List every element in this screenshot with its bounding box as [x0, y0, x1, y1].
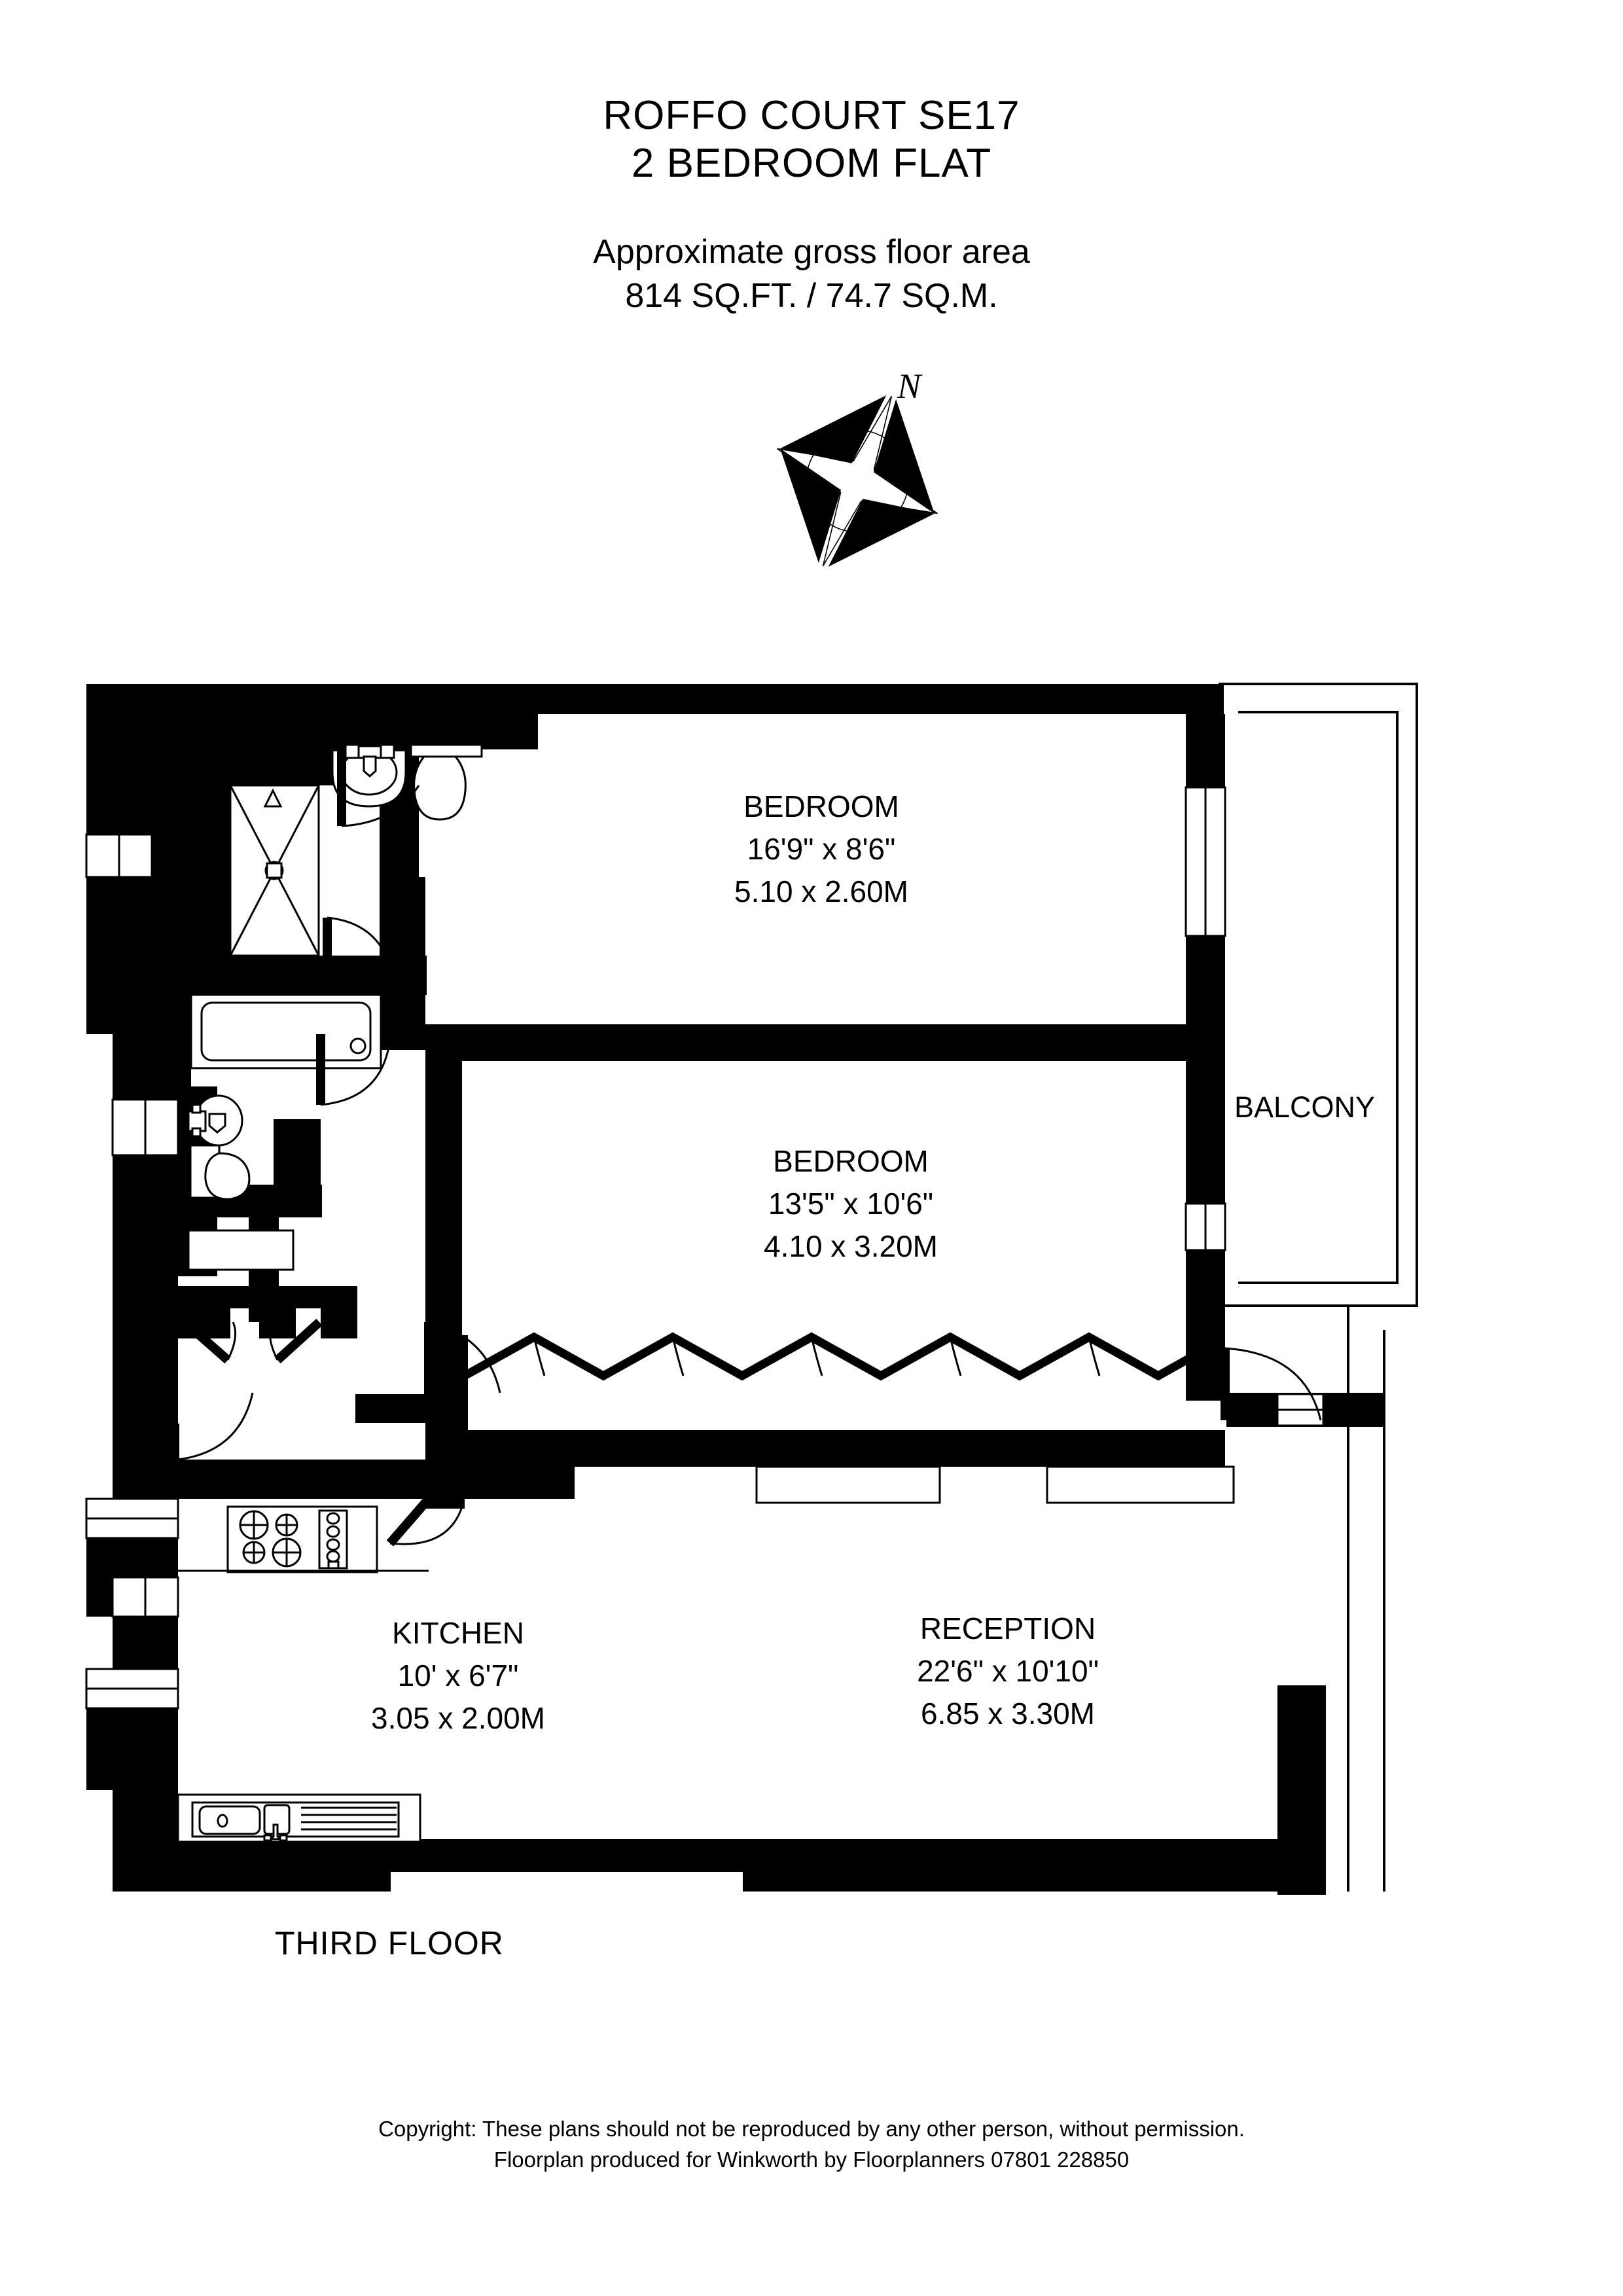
compass-circle — [806, 429, 909, 533]
door-arc-cupboard-right — [268, 1321, 279, 1361]
toilet-upper-icon — [410, 744, 483, 821]
wall-bedroom2-left — [425, 1061, 462, 1431]
wall-shower-top — [230, 749, 342, 785]
wall-bedroom2-right-jamb-top — [1186, 1061, 1225, 1204]
property-name: ROFFO COURT SE17 — [603, 93, 1020, 138]
room-name-kitchen: KITCHEN — [392, 1616, 524, 1650]
wall-left-mid-b — [113, 1155, 178, 1424]
compass-north-label: N — [897, 367, 923, 406]
page-title: ROFFO COURT SE17 2 BEDROOM FLAT — [0, 92, 1623, 187]
compass-rose: N — [746, 367, 969, 589]
wall-left-upper-b — [86, 877, 152, 1034]
room-name-reception: RECEPTION — [920, 1611, 1096, 1645]
toilet-lower-icon — [187, 1094, 251, 1200]
wall-bedroom1-right-jamb-bottom — [1186, 936, 1225, 1064]
compass-blade-ne — [873, 399, 935, 514]
room-name-bedroom-2: BEDROOM — [773, 1144, 929, 1178]
bathtub-icon — [190, 994, 382, 1069]
wall-bedroom2-bottom — [462, 1430, 1225, 1467]
door-arc-hall-kitchen — [177, 1392, 254, 1461]
compass-icon: N — [777, 367, 938, 567]
door-arc-bathroom-upper — [341, 785, 420, 827]
door-arc-bedroom2 — [425, 1321, 501, 1393]
wall-bottom-kitchen — [113, 1839, 391, 1892]
wall-bottom-left-run — [366, 1839, 769, 1872]
door-arc-entry — [1224, 1347, 1322, 1421]
wall-hall-cap — [355, 1394, 431, 1423]
wall-corr-right-upper — [380, 877, 425, 1021]
wall-entry-jamb-right — [1322, 1393, 1384, 1427]
floorplan-drawing: BEDROOM 16'9" x 8'6" 5.10 x 2.60M BEDROO… — [0, 668, 1623, 1931]
door-arc-wc — [320, 1047, 390, 1106]
wall-bottom-reception — [743, 1839, 1319, 1892]
copyright-notice: Copyright: These plans should not be rep… — [378, 2117, 1245, 2141]
door-leaf-cupboard-right — [274, 1318, 323, 1364]
room-dim-metric-bedroom-1: 5.10 x 2.60M — [734, 874, 908, 908]
compass-blade-sw — [780, 448, 842, 563]
producer-credit: Floorplan produced for Winkworth by Floo… — [493, 2147, 1130, 2172]
compass-blade-se — [828, 499, 935, 567]
balcony-outline — [1219, 683, 1418, 1307]
bifold-partition-icon — [462, 1332, 1224, 1381]
wall-cupboard-right-jamb — [321, 1306, 357, 1338]
wall-bath-left — [152, 1034, 191, 1096]
wash-basin-icon — [331, 744, 407, 808]
floor-area-value: 814 SQ.FT. / 74.7 SQ.M. — [625, 276, 998, 315]
room-name-bedroom-1: BEDROOM — [743, 789, 899, 823]
wall-between-bedrooms — [425, 1024, 1222, 1061]
footer-block: Copyright: These plans should not be rep… — [0, 2114, 1623, 2176]
floorplan-svg: BEDROOM 16'9" x 8'6" 5.10 x 2.60M BEDROO… — [85, 683, 1418, 1895]
door-group — [177, 749, 1322, 1547]
door-arc-cupboard-left — [226, 1321, 237, 1361]
compass-outline-star — [777, 395, 938, 567]
door-leaf-kitchen — [386, 1496, 433, 1547]
reception-radiator-group — [755, 1465, 1235, 1504]
floor-level-caption: THIRD FLOOR — [275, 1925, 504, 1962]
hob-icon — [226, 1505, 378, 1573]
room-dim-metric-bedroom-2: 4.10 x 3.20M — [764, 1229, 938, 1263]
shower-tray-icon — [229, 784, 320, 957]
window-group — [85, 786, 1325, 1710]
floor-area-caption: Approximate gross floor area — [593, 233, 1030, 271]
kitchen-sink-icon — [177, 1793, 421, 1843]
room-dim-imperial-reception: 22'6" x 10'10" — [917, 1654, 1099, 1688]
wall-left-upper-a — [86, 749, 152, 834]
door-leaf-cupboard-left — [181, 1318, 231, 1364]
fixture-group — [177, 744, 1235, 1843]
wall-left-kitchen-a — [113, 1424, 178, 1499]
floor-area-block: Approximate gross floor area 814 SQ.FT. … — [0, 230, 1623, 317]
wall-bedroom2-left-lower — [425, 1394, 465, 1509]
property-type: 2 BEDROOM FLAT — [631, 141, 992, 187]
wall-top-left — [86, 684, 538, 749]
compass-blade-nw — [780, 395, 887, 463]
room-label-group: BEDROOM 16'9" x 8'6" 5.10 x 2.60M BEDROO… — [371, 789, 1375, 1735]
wall-kitchen-top — [178, 1460, 427, 1499]
room-dim-metric-kitchen: 3.05 x 2.00M — [371, 1701, 545, 1735]
wall-right-lower — [1277, 1685, 1326, 1895]
wall-bedroom2-right-jamb-bottom — [1186, 1250, 1225, 1401]
wall-bedroom1-right-jamb-top — [1186, 714, 1225, 787]
wall-group — [86, 684, 1384, 1895]
cupboard-shelf-icon — [187, 1229, 294, 1271]
wall-left-inner-mass — [152, 749, 230, 1034]
room-dim-imperial-kitchen: 10' x 6'7" — [398, 1659, 519, 1693]
wall-top-bedroom1 — [538, 684, 1224, 714]
wall-cupboard-mid-jamb — [259, 1306, 296, 1338]
door-arc-kitchen — [389, 1502, 465, 1545]
door-arc-bath — [327, 916, 394, 976]
room-dim-imperial-bedroom-1: 16'9" x 8'6" — [747, 832, 896, 866]
wall-left-window-mullion-b — [86, 1708, 178, 1790]
wall-cupboard-bottom-rail — [178, 1286, 357, 1308]
room-dim-metric-reception: 6.85 x 3.30M — [921, 1696, 1095, 1731]
room-dim-imperial-bedroom-2: 13'5" x 10'6" — [768, 1187, 933, 1221]
room-name-balcony: BALCONY — [1234, 1090, 1375, 1124]
